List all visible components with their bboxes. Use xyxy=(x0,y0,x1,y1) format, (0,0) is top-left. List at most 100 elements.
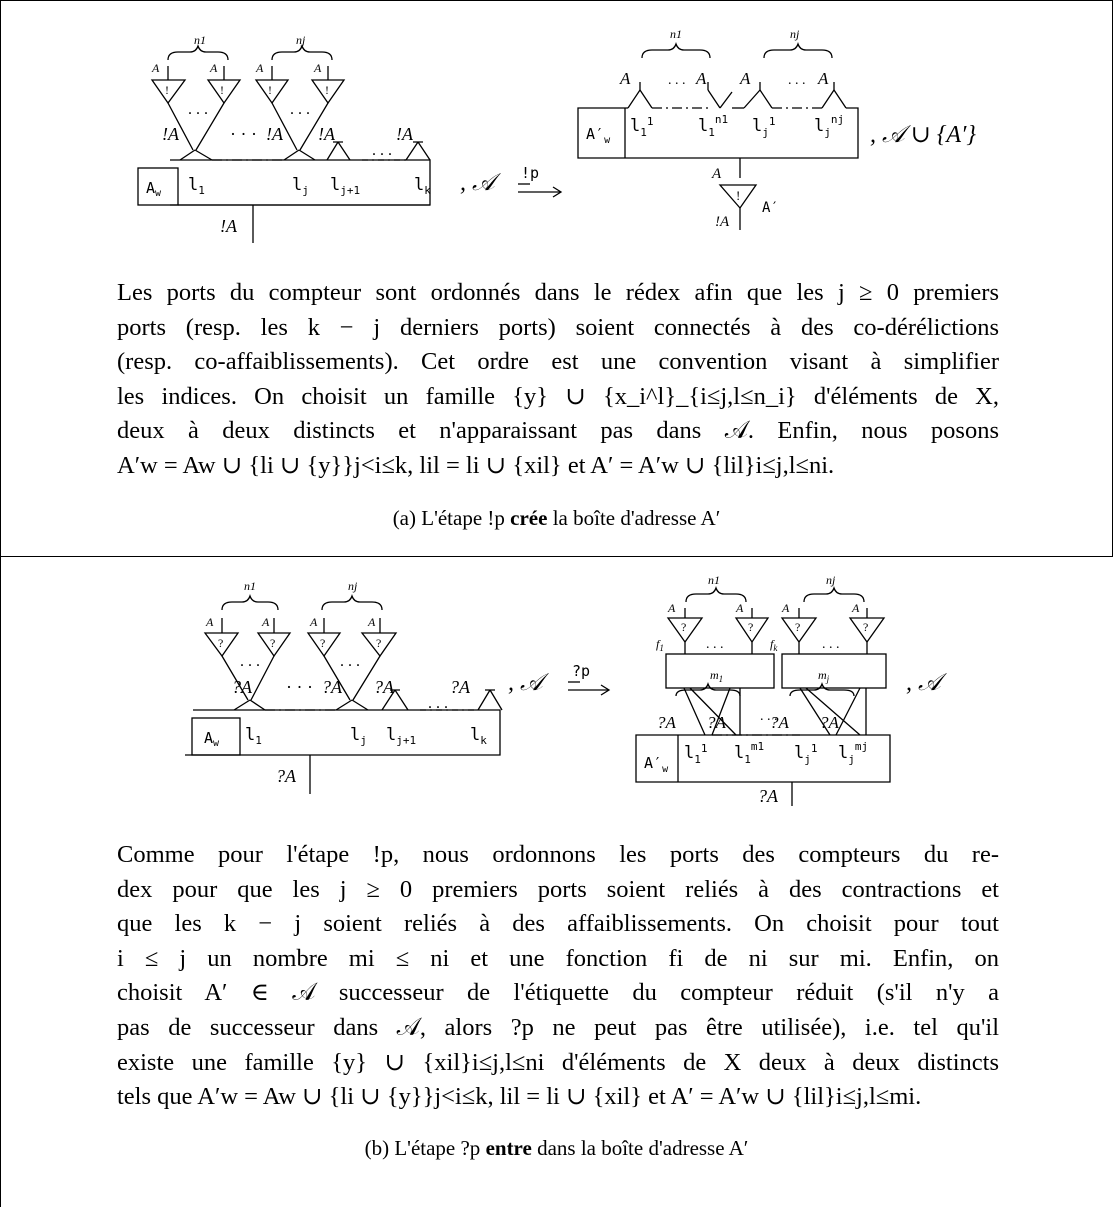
panel-b-left-labels: n1 nj A A A A ? ? ? ? . . . . . . ?A · ·… xyxy=(204,579,590,786)
svg-text:nj: nj xyxy=(348,579,358,593)
caption-bold: entre xyxy=(485,1136,532,1160)
port-lj1: lj+1 xyxy=(330,175,360,197)
svg-text:n1: n1 xyxy=(708,573,720,587)
svg-text:. . .: . . . xyxy=(668,73,686,88)
svg-text:. . .: . . . xyxy=(822,637,840,652)
svg-text:?A: ?A xyxy=(657,713,677,732)
svg-text:A: A xyxy=(261,615,270,629)
svg-text:A: A xyxy=(711,166,722,182)
arrow-label-quest-p: ?p xyxy=(572,662,590,680)
panel-a-right-labels: n1 nj A . . . A A . . . A A′w l11 l1n1 l… xyxy=(586,27,976,230)
svg-text:A: A xyxy=(205,615,214,629)
svg-text:A: A xyxy=(667,601,676,615)
svg-text:l1n1: l1n1 xyxy=(698,113,728,139)
caption-bold: crée xyxy=(510,506,548,530)
arrow-label-bang-p: !p xyxy=(521,164,539,182)
svg-text:l11: l11 xyxy=(684,742,708,766)
brace-label-nj: nj xyxy=(296,33,306,47)
svg-text:?: ? xyxy=(376,636,381,650)
quest-a-label: ?A xyxy=(232,677,253,697)
svg-text:?A: ?A xyxy=(374,677,395,697)
paragraph-line: pas de successeur dans 𝒜, alors ?p ne pe… xyxy=(117,1013,999,1041)
paragraph-line: Les ports du compteur sont ordonnés dans… xyxy=(117,279,999,306)
panel-a-diagram: n1 nj A A A A ! ! ! ! . . . . . . !A · ·… xyxy=(137,27,976,243)
paragraph-line: i ≤ j un nombre mi ≤ ni et une fonction … xyxy=(117,944,999,972)
svg-text:n1: n1 xyxy=(244,579,256,593)
svg-text:. . .: . . . xyxy=(788,73,806,88)
svg-text:?: ? xyxy=(795,620,800,634)
port-lj: lj xyxy=(292,175,309,197)
port-lk: lk xyxy=(414,175,431,197)
svg-text:, 𝒜: , 𝒜 xyxy=(906,670,948,696)
svg-text:. . .: . . . xyxy=(240,653,260,670)
panel-a-paragraph: Les ports du compteur sont ordonnés dans… xyxy=(117,276,999,484)
port-l1: l1 xyxy=(188,175,205,197)
paragraph-line: les indices. On choisit un famille {y} ∪… xyxy=(117,382,999,410)
svg-text:nj: nj xyxy=(790,27,800,41)
mj-label: mj xyxy=(818,668,830,684)
svg-text:A: A xyxy=(209,61,218,75)
caption-prefix: (b) L'étape ?p xyxy=(364,1136,486,1160)
paragraph-line: existe une famille {y} ∪ {xil}i≤j,l≤ni d… xyxy=(117,1048,999,1076)
svg-text:A′w: A′w xyxy=(644,754,669,775)
svg-text:l1m1: l1m1 xyxy=(734,740,764,766)
svg-text:!: ! xyxy=(736,188,740,203)
svg-text:ljnj: ljnj xyxy=(814,113,844,139)
panel-a-left-net xyxy=(137,43,431,243)
svg-text:. . .: . . . xyxy=(706,637,724,652)
svg-text:?A: ?A xyxy=(820,713,840,732)
svg-text:A: A xyxy=(695,69,707,88)
m1-label: m1 xyxy=(710,668,723,684)
frame-top-border xyxy=(0,0,1113,1)
reduction-arrow-b xyxy=(568,681,611,696)
svg-text:?A: ?A xyxy=(707,713,727,732)
svg-text:?: ? xyxy=(270,636,275,650)
svg-text:?: ? xyxy=(320,636,325,650)
box-label-aw: Aw xyxy=(146,179,162,199)
svg-text:?A: ?A xyxy=(450,677,471,697)
svg-text:!A: !A xyxy=(396,124,414,144)
svg-text:· · ·: · · · xyxy=(230,124,257,144)
svg-text:?A: ?A xyxy=(758,786,779,806)
result-box-label: A′w xyxy=(586,125,611,146)
caption-prefix: (a) L'étape !p xyxy=(392,506,511,530)
brace-label-n1: n1 xyxy=(194,33,206,47)
svg-text:A: A xyxy=(781,601,790,615)
svg-text:l1: l1 xyxy=(245,725,262,747)
panel-b-left-net xyxy=(185,593,503,794)
svg-text:A: A xyxy=(851,601,860,615)
result-context-a: , 𝒜 ∪ {A′} xyxy=(870,122,976,148)
svg-text:!A: !A xyxy=(318,124,336,144)
svg-text:?A: ?A xyxy=(770,713,790,732)
svg-text:n1: n1 xyxy=(670,27,682,41)
svg-text:. . .: . . . xyxy=(428,695,448,712)
svg-text:. . .: . . . xyxy=(290,101,310,118)
svg-text:A: A xyxy=(255,61,264,75)
svg-text:A: A xyxy=(619,69,631,88)
paragraph-line: deux à deux distincts et n'apparaissant … xyxy=(117,417,999,445)
svg-text:ljmj: ljmj xyxy=(838,740,868,766)
svg-text:. . .: . . . xyxy=(188,101,208,118)
bang-a-label-1: !A xyxy=(162,124,180,144)
bottom-label: !A xyxy=(220,216,238,236)
reduction-arrow-a xyxy=(518,183,563,198)
svg-text:?: ? xyxy=(748,620,753,634)
caption-suffix: la boîte d'adresse A′ xyxy=(547,506,721,530)
svg-text:lk: lk xyxy=(470,725,487,747)
paragraph-line: Comme pour l'étape !p, nous ordonnons le… xyxy=(117,841,999,868)
svg-text:?A: ?A xyxy=(276,766,297,786)
paragraph-line: (resp. co-affaiblissements). Cet ordre e… xyxy=(117,348,999,376)
svg-text:A: A xyxy=(817,69,829,88)
panel-b-caption: (b) L'étape ?p entre dans la boîte d'adr… xyxy=(0,1136,1113,1161)
quest-symbol: ? xyxy=(218,636,223,650)
panel-b-right-net xyxy=(635,585,891,806)
svg-text:. . .: . . . xyxy=(340,653,360,670)
svg-text:Aw: Aw xyxy=(204,729,220,749)
svg-text:?A: ?A xyxy=(322,677,343,697)
svg-text:A: A xyxy=(309,615,318,629)
svg-text:lj+1: lj+1 xyxy=(386,725,416,747)
paragraph-line: que les k − j soient reliés à des affaib… xyxy=(117,910,999,938)
svg-text:nj: nj xyxy=(826,573,836,587)
fk-label: fk xyxy=(770,637,778,653)
svg-text:A: A xyxy=(313,61,322,75)
